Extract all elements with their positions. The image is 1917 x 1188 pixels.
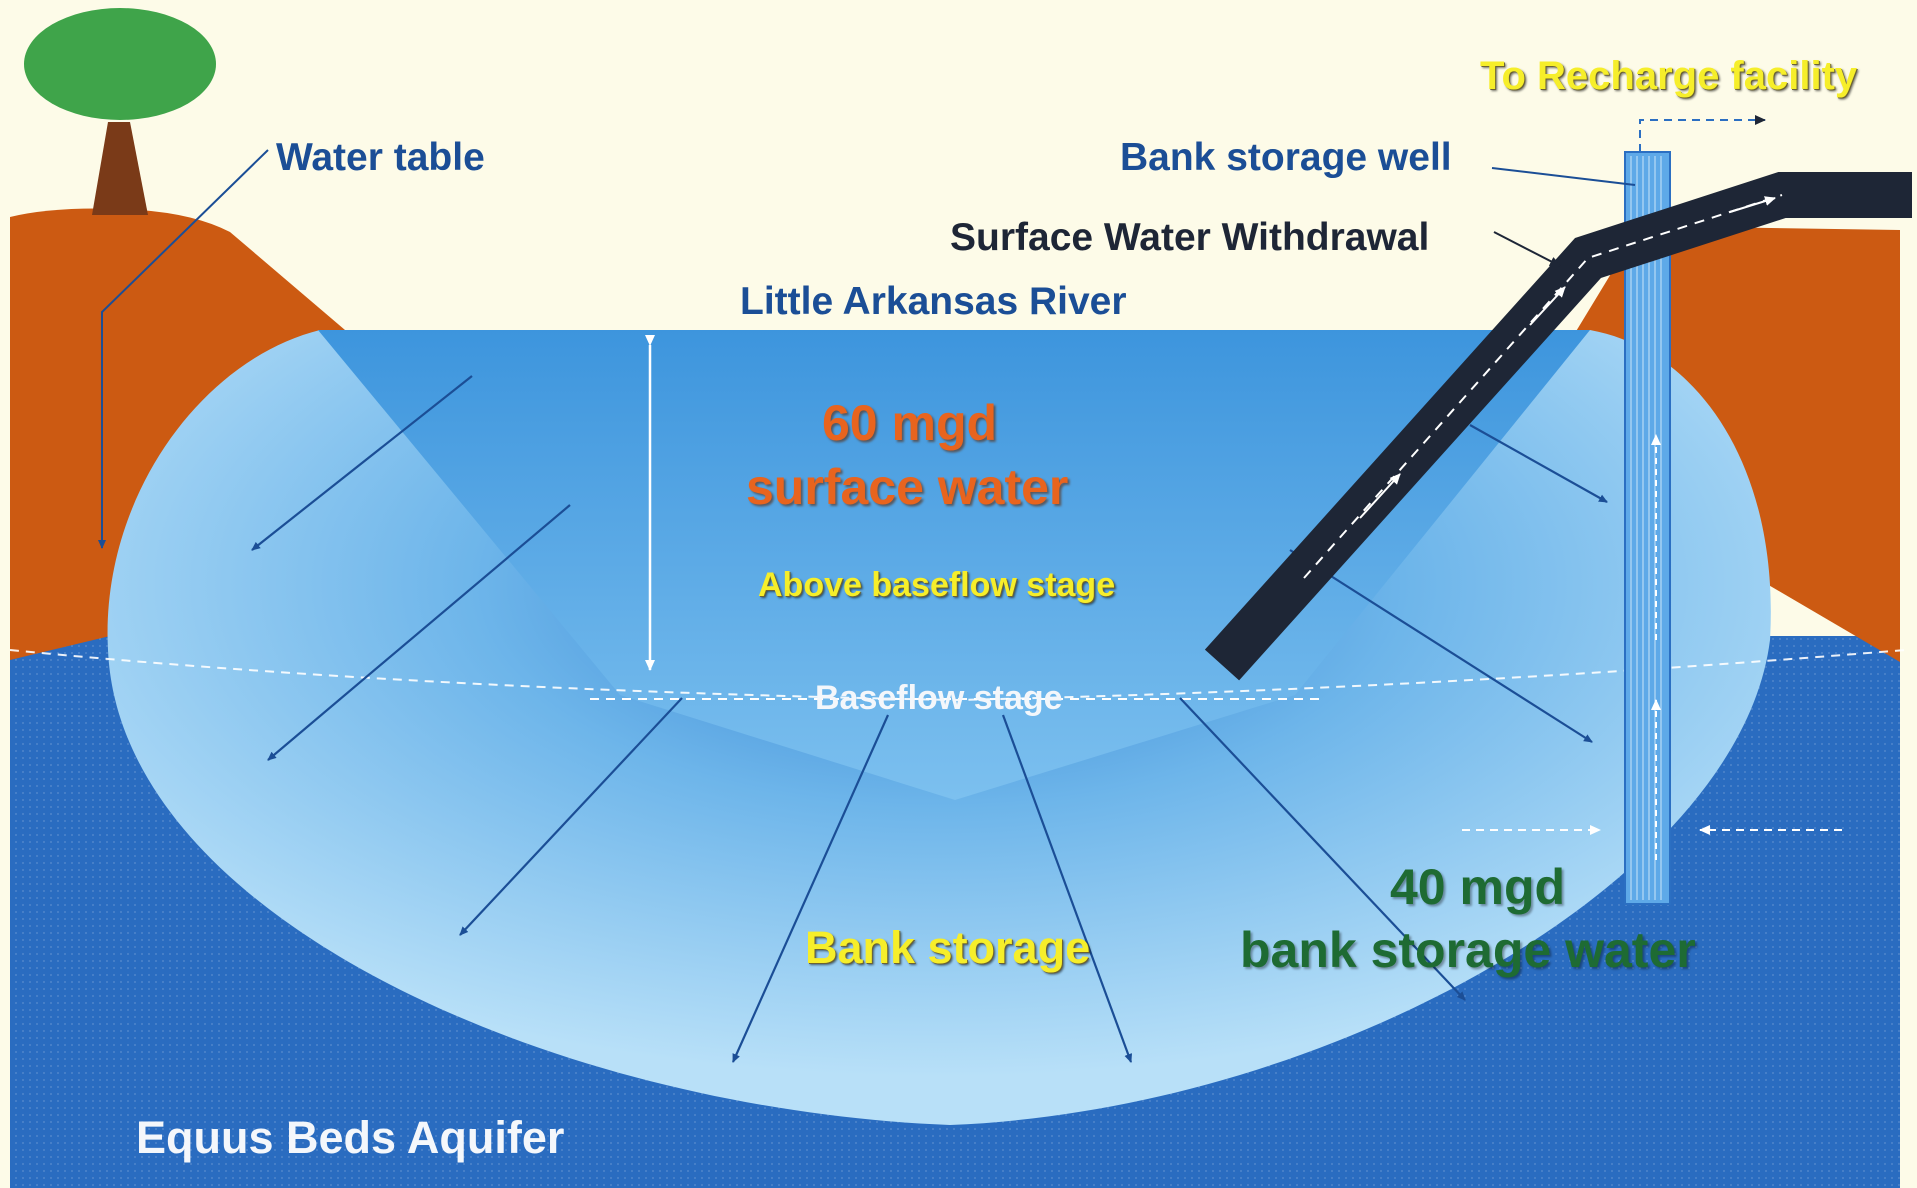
surface-water-withdrawal-label: Surface Water Withdrawal [950, 216, 1430, 259]
aquifer-label: Equus Beds Aquifer [136, 1112, 565, 1163]
bank-storage-label: Bank storage [805, 922, 1091, 973]
bank-storage-water-label: bank storage water [1240, 922, 1696, 978]
surface-water-amount: 60 mgd [822, 395, 998, 451]
bank-storage-well [1624, 115, 1766, 905]
to-recharge-arrow [1639, 115, 1766, 152]
tree-icon [24, 8, 216, 215]
to-recharge-label: To Recharge facility [1480, 54, 1858, 98]
flow-arrow [731, 714, 890, 1063]
flow-arrows [251, 375, 1608, 1063]
flow-arrow [1001, 714, 1133, 1063]
above-baseflow-label: Above baseflow stage [758, 566, 1116, 604]
water-table-pointer [98, 149, 269, 549]
flow-arrow [459, 697, 683, 936]
river-label: Little Arkansas River [740, 280, 1127, 323]
water-table-dashed-line [9, 649, 1906, 702]
bank-storage-amount: 40 mgd [1390, 859, 1566, 915]
flow-arrow [251, 375, 473, 551]
surface-water-label: surface water [746, 459, 1069, 515]
flow-arrow [267, 504, 571, 761]
well-label-pointer [1491, 167, 1636, 186]
baseflow-stage-label: Baseflow stage [815, 679, 1063, 717]
withdrawal-pipe [1204, 172, 1912, 681]
flow-arrow [1469, 424, 1608, 503]
water-table-label: Water table [276, 136, 485, 179]
withdrawal-label-pointer [1493, 231, 1561, 267]
bank-storage-well-label: Bank storage well [1120, 136, 1452, 179]
flow-arrow [1179, 697, 1466, 1001]
flow-arrow [1289, 549, 1593, 743]
river-channel [318, 330, 1590, 800]
